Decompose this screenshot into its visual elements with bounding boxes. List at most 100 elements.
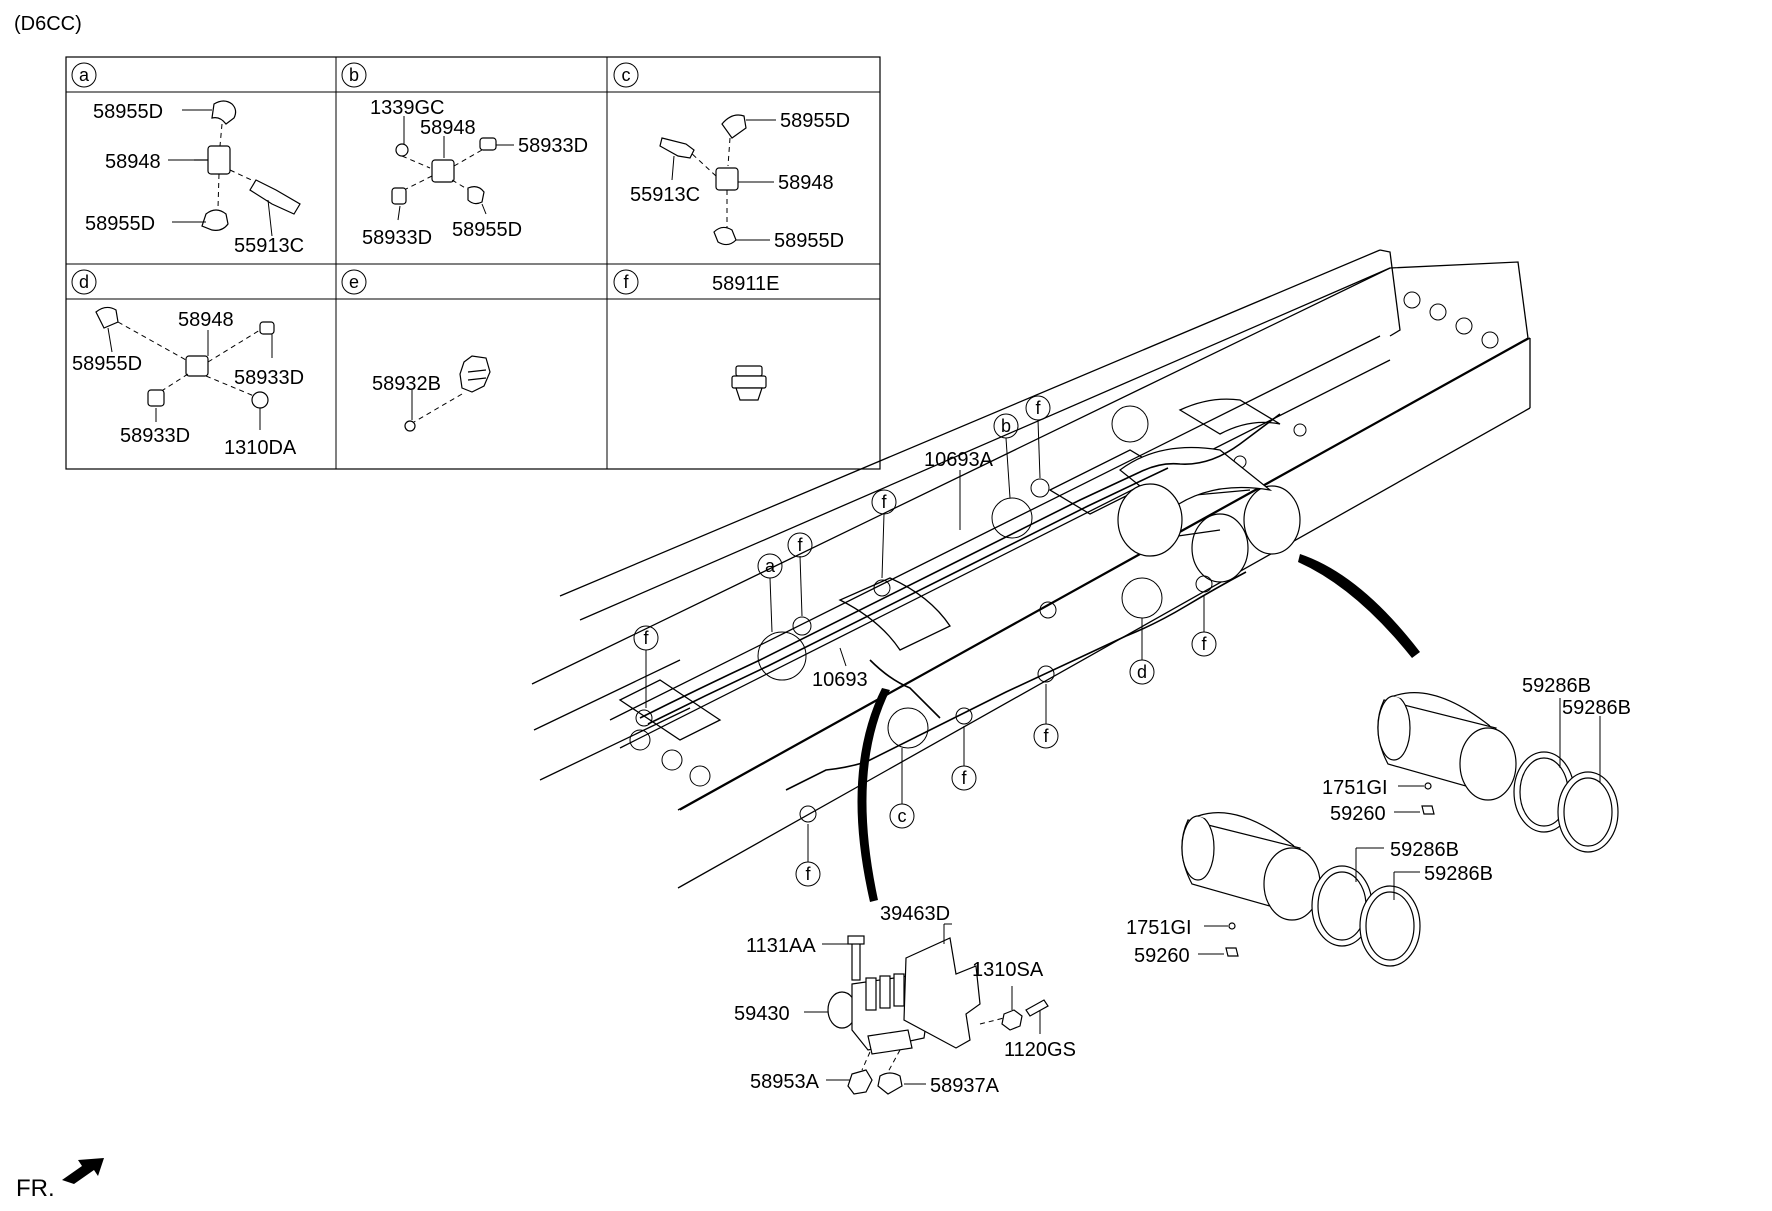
part-58955D: 58955D (780, 110, 850, 132)
valve-leader-swoosh (857, 688, 890, 902)
part-1339GC: 1339GC (370, 97, 445, 119)
part-58955D-lower: 58955D (774, 230, 844, 252)
part-58948: 58948 (778, 172, 834, 194)
part-59286B-4: 59286B (1424, 863, 1493, 885)
callout-f-7: f (961, 768, 967, 788)
connector-icon-2 (147, 389, 165, 407)
connector-icon (259, 321, 275, 335)
tee-fitting-icon (185, 355, 209, 377)
callout-d: d (1137, 662, 1147, 682)
valve-assembly: 1131AA 59430 39463D 1310SA 1120GS 5895 (734, 903, 1076, 1097)
callout-f-8: f (805, 864, 811, 884)
bracket-icon (903, 937, 981, 1049)
callout-f-5: f (1201, 634, 1207, 654)
elbow-fitting-icon (95, 306, 119, 329)
part-58932B: 58932B (372, 373, 441, 395)
part-58955D: 58955D (72, 353, 142, 375)
part-58955D: 58955D (93, 101, 163, 123)
panel-a-letter: a (79, 65, 90, 85)
panel-a-letter-circle (71, 62, 97, 88)
part-10693A: 10693A (924, 449, 994, 471)
panel-d: d 58948 58955D 58933D 58933D 1310DA (71, 269, 304, 459)
callout-c: c (898, 806, 907, 826)
part-58955D-lower: 58955D (85, 213, 155, 235)
fitting-rings (757, 405, 1163, 749)
callout-f-6: f (1043, 726, 1049, 746)
part-59286B: 59286B (1522, 675, 1591, 697)
front-direction-indicator: FR. (16, 1158, 104, 1202)
part-58953A: 58953A (750, 1071, 820, 1093)
tee-fitting-icon (431, 159, 455, 183)
part-58955D: 58955D (452, 219, 522, 241)
tee-fitting-icon (715, 167, 739, 191)
main-callouts: f f f f f f f f f f a b (633, 395, 1217, 887)
connector-icon-2 (391, 187, 407, 205)
part-10693: 10693 (812, 669, 868, 691)
sensor-valve-icon (459, 355, 491, 393)
chassis-frame (531, 249, 1531, 889)
elbow-fitting-icon (467, 186, 485, 205)
part-58933D: 58933D (518, 135, 588, 157)
panel-b-letter-circle (341, 62, 367, 88)
plug-fitting-icon (731, 365, 767, 401)
part-58933D: 58933D (234, 367, 304, 389)
drain-icon (1421, 805, 1435, 815)
elbow-pipe-icon (249, 179, 301, 215)
part-58911E: 58911E (712, 273, 779, 295)
part-59260-2: 59260 (1134, 945, 1190, 967)
panel-e-letter-circle (341, 269, 367, 295)
panel-e: e 58932B (341, 269, 491, 432)
part-1310SA: 1310SA (972, 959, 1044, 981)
panel-d-letter-circle (71, 269, 97, 295)
part-58948: 58948 (178, 309, 234, 331)
air-tank-upper: 59286B 59286B 1751GI 59260 (1322, 675, 1631, 853)
front-label: FR. (16, 1175, 55, 1202)
part-55913C: 55913C (630, 184, 700, 206)
main-part-labels: 10693A 10693 (812, 449, 994, 691)
callout-f-3: f (881, 492, 887, 512)
part-58948: 58948 (105, 151, 161, 173)
tank-leader-swoosh (1298, 554, 1420, 658)
part-59286B-2: 59286B (1562, 697, 1631, 719)
elbow-pipe-icon (659, 137, 695, 159)
elbow-fitting-icon (721, 114, 747, 139)
panel-f-letter-circle (613, 269, 639, 295)
bolt-icon (851, 939, 861, 981)
part-59430: 59430 (734, 1003, 790, 1025)
part-55913C: 55913C (234, 235, 304, 257)
panel-a: a 58955D 58948 58955D 55913C (71, 62, 304, 257)
nut-icon (1001, 1009, 1023, 1031)
air-tank-lower: 59286B 59286B 1751GI 59260 (1126, 812, 1493, 967)
part-1310DA: 1310DA (224, 437, 297, 459)
f-mount-rings (635, 478, 1213, 823)
drain-icon-2 (1225, 947, 1239, 957)
installed-air-tanks (1117, 446, 1301, 583)
nut-icon (395, 143, 409, 157)
panel-f: f 58911E (613, 269, 779, 401)
part-1120GS: 1120GS (1004, 1039, 1076, 1061)
part-58933D-lower: 58933D (120, 425, 190, 447)
elbow-fitting-icon-2 (201, 209, 229, 231)
elbow-fitting-icon (211, 100, 237, 125)
part-1131AA: 1131AA (746, 935, 816, 957)
panel-d-letter: d (79, 272, 89, 292)
connector-icon (479, 137, 497, 151)
part-39463D: 39463D (880, 903, 950, 925)
panel-b-letter: b (349, 65, 359, 85)
fitting-icon (847, 1069, 873, 1095)
nut-icon (251, 391, 269, 409)
front-arrow-icon (62, 1158, 104, 1184)
panel-c: c 58955D 58948 55913C 58955D (613, 62, 850, 252)
engine-code: (D6CC) (14, 13, 82, 35)
panel-f-letter: f (623, 272, 629, 292)
nut-icon (404, 420, 416, 432)
bolt-head-icon (847, 935, 865, 945)
part-59260: 59260 (1330, 803, 1386, 825)
part-59286B-3: 59286B (1390, 839, 1459, 861)
callout-f-2: f (797, 535, 803, 555)
callout-a: a (765, 556, 776, 576)
callout-f-1: f (643, 628, 649, 648)
part-1751GI: 1751GI (1322, 777, 1388, 799)
part-58933D-lower: 58933D (362, 227, 432, 249)
